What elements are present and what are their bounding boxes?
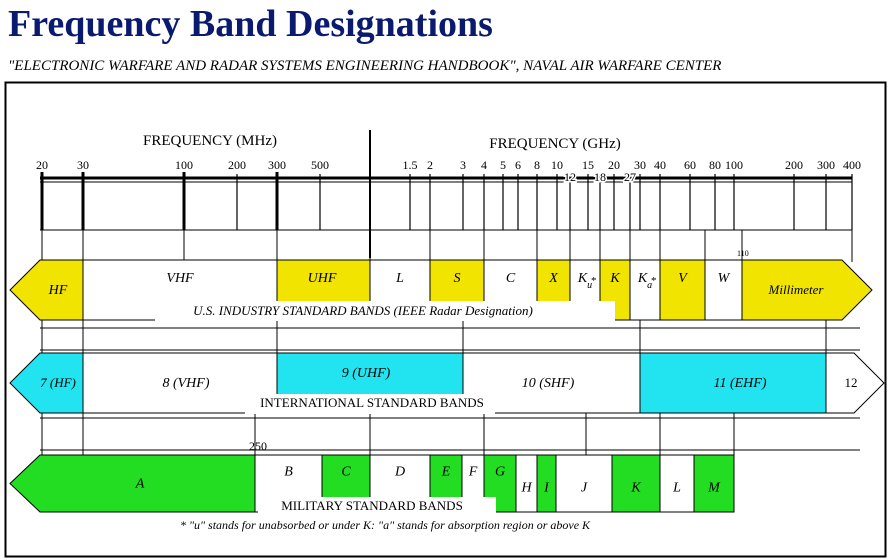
us-band-label: W (718, 271, 731, 286)
us-small-label: 110 (737, 249, 749, 258)
ghz-heading: FREQUENCY (GHz) (489, 136, 621, 152)
scale-tick-label: 10 (551, 158, 563, 172)
scale-tick-label: 300 (817, 158, 835, 172)
mil-band-label: H (520, 481, 532, 496)
us-band-label: X (548, 271, 558, 286)
us-band-segment (9, 259, 84, 321)
tick-group (40, 172, 853, 230)
scale-tick-label: 27 (624, 170, 636, 184)
scale-tick-label: 4 (481, 158, 487, 172)
mil-band-label: I (543, 481, 550, 496)
scale-tick-label: 100 (175, 158, 193, 172)
connector-posts (41, 230, 853, 455)
scale-tick-label: 20 (608, 158, 620, 172)
intl-band-label: 11 (EHF) (714, 376, 767, 391)
us-caption: U.S. INDUSTRY STANDARD BANDS (IEEE Radar… (193, 303, 533, 318)
page-title: Frequency Band Designations (8, 3, 493, 45)
mil-band-label: A (135, 477, 145, 492)
us-band-label: Millimeter (768, 282, 825, 297)
scale-tick-label: 18 (594, 170, 606, 184)
us-band-footnote-mark: * (591, 275, 597, 287)
us-band-segment (629, 259, 661, 321)
scale-tick-label: 6 (515, 158, 521, 172)
mil-caption-bg (258, 497, 496, 515)
scale-tick-label: 100 (725, 158, 743, 172)
mil-band-label: J (581, 481, 588, 496)
intl-band-label: 8 (VHF) (162, 376, 209, 391)
intl-caption: INTERNATIONAL STANDARD BANDS (260, 395, 484, 410)
us-band-segment (659, 259, 706, 321)
scale-tick-label: 40 (654, 158, 666, 172)
intl-caption-bg (245, 394, 495, 414)
us-band-segment (741, 259, 873, 321)
mil-caption: MILITARY STANDARD BANDS (281, 498, 463, 513)
us-caption-bg (155, 301, 615, 321)
scale-tick-label: 200 (785, 158, 803, 172)
mil-band-label: F (468, 465, 478, 480)
us-band-label: UHF (308, 271, 337, 286)
scale-tick-label: 80 (709, 158, 721, 172)
mil-band-label: B (284, 465, 293, 480)
scale-tick-label: 60 (684, 158, 696, 172)
intl-band-label: 9 (UHF) (342, 366, 391, 381)
mil-band-label: K (630, 481, 641, 496)
page-subtitle: "ELECTRONIC WARFARE AND RADAR SYSTEMS EN… (8, 58, 722, 74)
us-band-label: S (454, 271, 461, 286)
us-band-label: HF (48, 283, 68, 298)
scale-tick-label: 1.5 (403, 158, 418, 172)
intl-band-label: 12 (845, 375, 858, 390)
footnote: * "u" stands for unabsorbed or under K: … (180, 518, 591, 532)
us-band-label: VHF (166, 271, 194, 286)
intl-band-label: 7 (HF) (40, 375, 76, 390)
scale-tick-label: 500 (311, 158, 329, 172)
scale-tick-label: 20 (36, 158, 48, 172)
mhz-heading: FREQUENCY (MHz) (143, 133, 277, 149)
scale-tick-label: 400 (843, 158, 861, 172)
us-band-label: K (609, 271, 620, 286)
us-band-label: L (395, 271, 404, 286)
scale-tick-label: 300 (268, 158, 286, 172)
scale-tick-label: 5 (500, 158, 506, 172)
intl-band-segment (825, 352, 885, 414)
scale-tick-label: 12 (564, 170, 576, 184)
mil-band-segment (693, 454, 735, 513)
mil-small-label: 250 (249, 439, 267, 453)
mil-band-label: E (441, 465, 451, 480)
mil-band-label: D (394, 465, 405, 480)
scale-tick-label: 200 (228, 158, 246, 172)
mil-band-label: L (672, 481, 681, 496)
mil-band-label: G (495, 465, 505, 480)
us-band-segment (704, 259, 743, 321)
scale-tick-label: 8 (534, 158, 540, 172)
scale-tick-label: 30 (634, 158, 646, 172)
intl-band-label: 10 (SHF) (522, 376, 575, 391)
us-band-footnote-mark: * (651, 275, 657, 287)
mil-band-label: C (341, 465, 351, 480)
international-band-row: 7 (HF) 8 (VHF) 9 (UHF) 10 (SHF) 11 (EHF) 12 (9, 352, 885, 414)
scale-tick-label: 2 (427, 158, 433, 172)
us-band-label: C (506, 271, 516, 286)
mil-band-segment (9, 454, 256, 513)
scale-tick-label: 30 (77, 158, 89, 172)
scale-tick-label: 15 (582, 158, 594, 172)
mil-band-label: M (707, 481, 721, 496)
us-band-label: V (678, 271, 688, 286)
diagram-frame (4, 81, 887, 558)
scale-tick-label: 3 (460, 158, 466, 172)
